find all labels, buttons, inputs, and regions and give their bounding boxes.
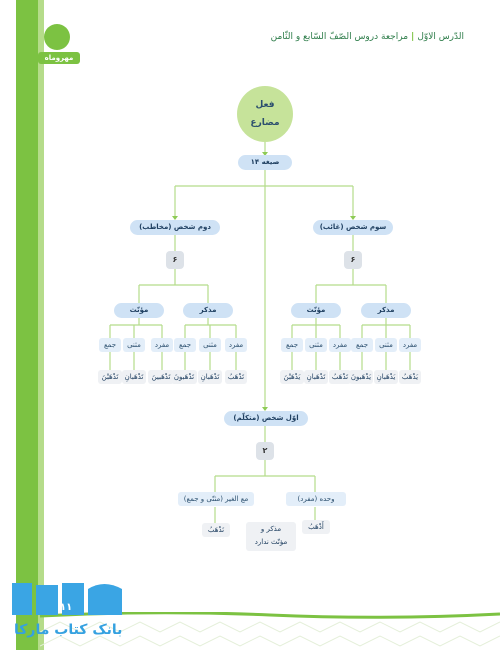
note-line2: مؤنّث ندارد (254, 538, 288, 546)
header-separator: | (411, 32, 415, 42)
second-masc-form-dual: تَذْهَبانِ (198, 370, 222, 384)
first-single-form: أَذْهَبُ (302, 520, 330, 534)
third-fem-form-dual: تَذْهَبانِ (304, 370, 328, 384)
third-fem-form-singular: تَذْهَبُ (329, 370, 351, 384)
third-masc-form-plural: يَذْهَبونَ (349, 370, 373, 384)
second-masc-pill: مذکر (183, 303, 233, 318)
third-person-pill: سوم شخص (غائب) (313, 220, 393, 235)
third-masc-cell-singular: مفرد (399, 338, 421, 352)
logo-icon (44, 24, 70, 50)
second-fem-pill: مؤنّث (114, 303, 164, 318)
third-masc-pill: مذکر (361, 303, 411, 318)
second-fem-cell-dual: مثنی (123, 338, 145, 352)
third-masc-cell-dual: مثنی (375, 338, 397, 352)
third-fem-pill: مؤنّث (291, 303, 341, 318)
second-masc-cell-plural: جمع (174, 338, 196, 352)
third-masc-cell-plural: جمع (351, 338, 373, 352)
second-fem-cell-plural: جمع (99, 338, 121, 352)
third-masc-form-dual: يَذْهَبانِ (374, 370, 398, 384)
root-line1: فعل (255, 100, 275, 110)
second-person-count: ۶ (166, 251, 184, 269)
second-fem-form-dual: تَذْهَبانِ (122, 370, 146, 384)
second-masc-form-singular: تَذْهَبُ (225, 370, 247, 384)
first-single-label: وحده (مفرد) (286, 492, 346, 506)
second-fem-form-plural: تَذْهَبْنَ (98, 370, 122, 384)
second-person-pill: دوم شخص (مخاطب) (130, 220, 220, 235)
watermark-logo-icon (12, 583, 122, 615)
page-header: الدّرس الاوّل|مراجعة دروس الصّفّ السّابع… (271, 32, 464, 42)
page-number: ۱۱ (60, 602, 73, 613)
root-line2: مضارع (250, 118, 280, 128)
third-person-count: ۶ (344, 251, 362, 269)
root-node-verb: فعل مضارع (237, 86, 293, 142)
first-person-pill: اوّل شخص (متکلّم) (224, 411, 308, 426)
first-plural-label: مع الغیر (مثنّی و جمع) (178, 492, 254, 506)
lesson-title: مراجعة دروس الصّفّ السّابع و الثّامن (270, 32, 409, 42)
total-forms-pill: ۱۴ صیغه (238, 155, 292, 170)
left-decorative-band (16, 0, 38, 650)
first-person-count: ۲ (256, 442, 274, 460)
third-fem-cell-plural: جمع (281, 338, 303, 352)
second-fem-form-singular: تَذْهَبينَ (148, 370, 174, 384)
second-fem-cell-singular: مفرد (151, 338, 173, 352)
second-masc-cell-dual: مثنی (199, 338, 221, 352)
lesson-label: الدّرس الاوّل (417, 32, 464, 42)
third-fem-cell-singular: مفرد (329, 338, 351, 352)
watermark-text: بانک کتاب مارکا (14, 622, 123, 638)
second-masc-cell-singular: مفرد (225, 338, 247, 352)
second-masc-form-plural: تَذْهَبونَ (171, 370, 197, 384)
left-decorative-band-light (38, 0, 44, 650)
note-line1: مذکر و (260, 525, 282, 533)
third-fem-cell-dual: مثنی (305, 338, 327, 352)
third-masc-form-singular: يَذْهَبُ (399, 370, 421, 384)
first-plural-form: نَذْهَبُ (202, 523, 230, 537)
first-person-note: مذکر و مؤنّث ندارد (246, 522, 296, 551)
logo-label: مهروماه (38, 52, 80, 64)
third-fem-form-plural: يَذْهَبْنَ (280, 370, 304, 384)
